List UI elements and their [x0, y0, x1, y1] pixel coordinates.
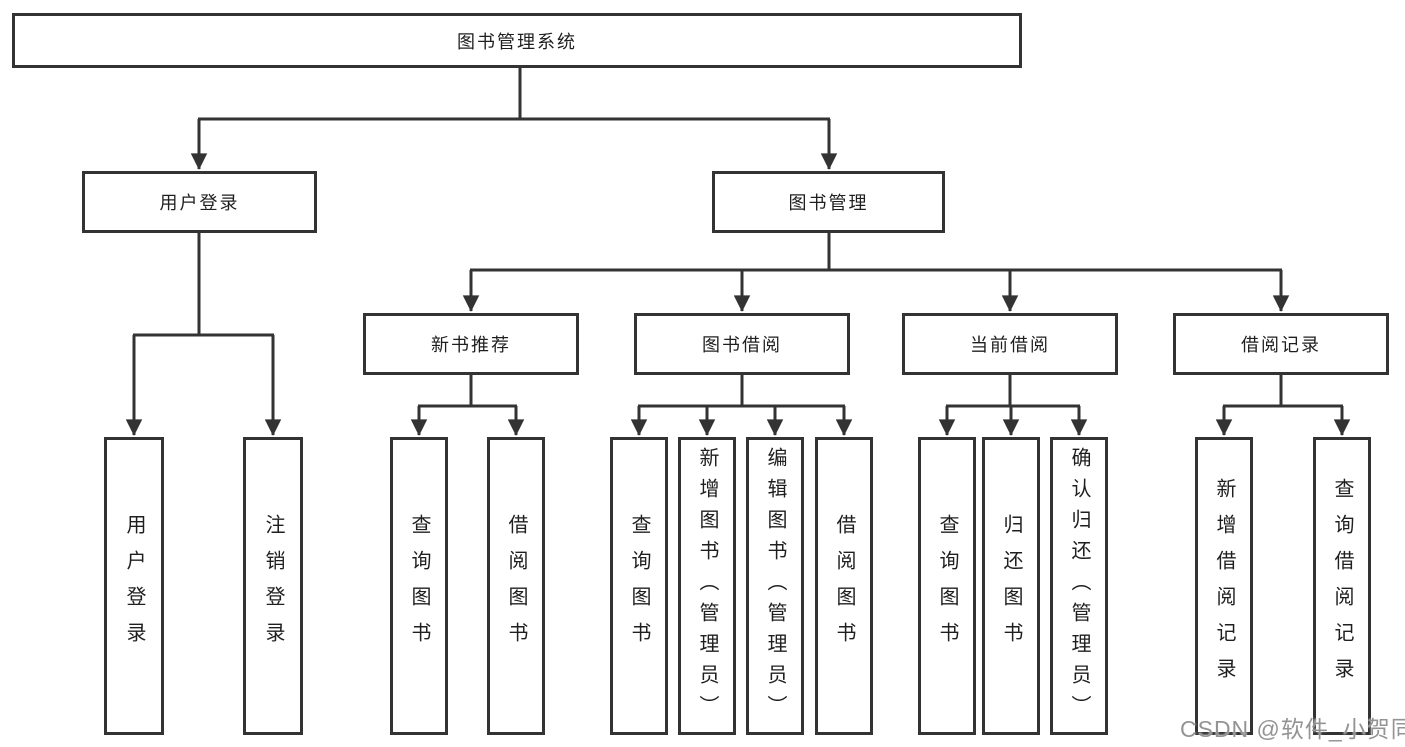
edge-user-login-children [125, 233, 282, 436]
leaf-record-add-borrow-record: 新增借阅记录 [1195, 437, 1253, 735]
edge-current-borrow-children [938, 375, 1088, 436]
edge-new-book-children [410, 375, 525, 436]
leaf-newbook-borrow-book: 借阅图书 [487, 437, 545, 735]
leaf-logout: 注销登录 [243, 437, 303, 735]
leaf-current-confirm-return-admin: 确认归还（管理员） [1050, 437, 1108, 735]
node-book-management: 图书管理 [712, 171, 945, 233]
node-library-management-system: 图书管理系统 [12, 13, 1022, 68]
leaf-newbook-query-book: 查询图书 [390, 437, 448, 735]
edge-borrow-record-children [1215, 375, 1351, 436]
node-new-book-recommend: 新书推荐 [363, 313, 579, 375]
leaf-record-query-borrow-record: 查询借阅记录 [1313, 437, 1371, 735]
leaf-user-login: 用户登录 [104, 437, 164, 735]
leaf-current-return-book: 归还图书 [982, 437, 1040, 735]
node-book-borrow: 图书借阅 [634, 313, 850, 375]
csdn-watermark: CSDN @软件_小贺同学 [1180, 716, 1405, 742]
node-current-borrow: 当前借阅 [902, 313, 1118, 375]
edge-root-to-level2 [190, 68, 838, 170]
leaf-borrow-borrow-book: 借阅图书 [815, 437, 873, 735]
leaf-current-query-book: 查询图书 [918, 437, 976, 735]
node-borrow-record: 借阅记录 [1173, 313, 1389, 375]
leaf-borrow-add-book-admin: 新增图书（管理员） [678, 437, 736, 735]
edge-book-management-children [462, 233, 1290, 312]
leaf-borrow-edit-book-admin: 编辑图书（管理员） [746, 437, 804, 735]
leaf-borrow-query-book: 查询图书 [610, 437, 668, 735]
edge-book-borrow-children [630, 375, 853, 436]
node-user-login: 用户登录 [82, 171, 317, 233]
